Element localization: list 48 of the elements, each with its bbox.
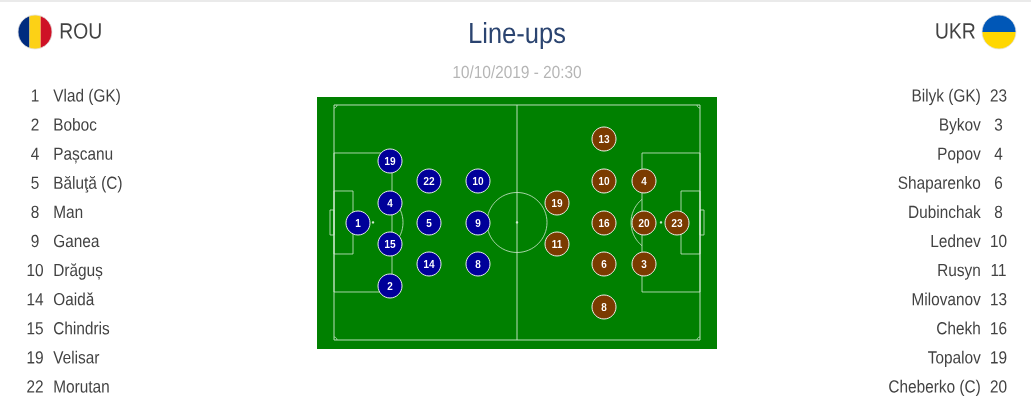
player-name: Topalov	[928, 350, 981, 368]
player-name: Vlad (GK)	[53, 88, 120, 106]
player-name: Rusyn	[938, 264, 980, 280]
player-name: Drăguș	[54, 263, 103, 280]
shirt-number: 8	[31, 205, 39, 219]
shirt-number: 15	[27, 322, 43, 335]
shirt-number: 11	[991, 264, 1006, 277]
shirt-number: 8	[994, 205, 1003, 219]
shirt-number: 6	[995, 176, 1003, 189]
player-name: Oaidă	[53, 292, 95, 306]
player-name: Boboc	[54, 117, 97, 131]
player-name: Băluţă (C)	[54, 175, 122, 193]
shirt-number: 5	[31, 176, 39, 189]
shirt-number: 10	[27, 263, 43, 277]
shirt-number: 16	[991, 322, 1007, 335]
shirt-number: 19	[991, 351, 1007, 364]
player-name: Chindris	[54, 321, 110, 335]
player-name: Cheberko (C)	[889, 379, 980, 397]
player-name: Velisar	[53, 350, 100, 364]
shirt-number: 4	[994, 147, 1003, 160]
shirt-number: 13	[991, 293, 1007, 306]
player-name: Popov	[938, 147, 981, 164]
shirt-number: 14	[27, 293, 44, 306]
player-name: Man	[54, 205, 83, 219]
shirt-number: 10	[991, 234, 1007, 248]
shirt-number: 9	[31, 234, 39, 248]
shirt-number: 19	[27, 351, 43, 364]
player-name: Shaparenko	[898, 176, 981, 193]
shirt-number: 23	[990, 89, 1007, 102]
shirt-number: 1	[31, 89, 39, 102]
player-name: Chekh	[937, 321, 980, 335]
team-code: ROU	[60, 23, 101, 39]
shirt-number: 2	[31, 118, 39, 131]
player-name: Bilyk (GK)	[912, 88, 980, 106]
shirt-number: 4	[31, 147, 39, 160]
player-name: Bykov	[940, 117, 981, 135]
match-date: 10/10/2019 - 20:30	[453, 65, 582, 79]
team-code: UKR	[936, 23, 975, 39]
player-name: Ganea	[54, 234, 100, 248]
player-name: Morutan	[54, 380, 109, 393]
shirt-number: 22	[27, 380, 43, 393]
player-name: Dubinchak	[909, 205, 981, 219]
shirt-number: 20	[990, 380, 1007, 393]
title: Line-ups	[470, 22, 565, 49]
player-name: Milovanov	[912, 292, 981, 306]
shirt-number: 3	[994, 118, 1003, 131]
player-name: Pașcanu	[54, 147, 113, 164]
player-name: Lednev	[931, 234, 981, 248]
